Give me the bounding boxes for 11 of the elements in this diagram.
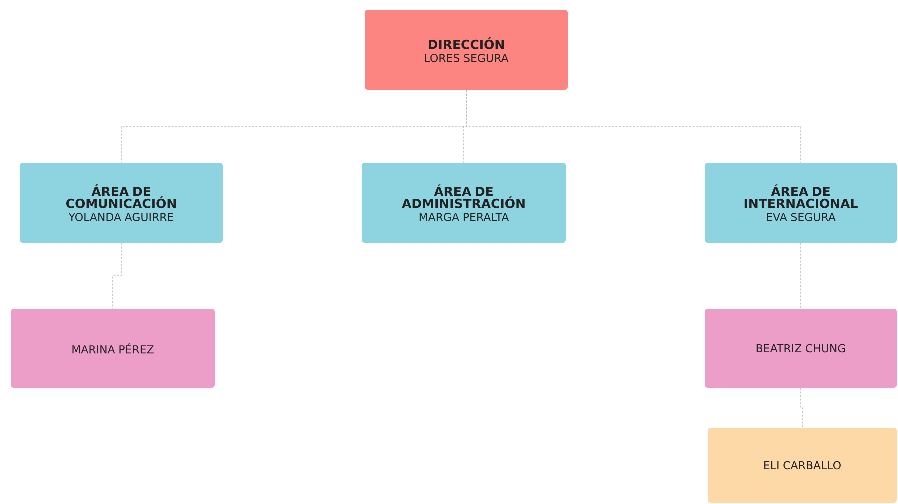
director-box: DIRECCIÓN LORES SEGURA [365, 10, 568, 90]
connector-line [112, 242, 122, 310]
person-box: BEATRIZ CHUNG [705, 309, 897, 388]
area-box: ÁREA DE INTERNACIONAL EVA SEGURA [705, 163, 897, 243]
area-box: ÁREA DE COMUNICACIÓN YOLANDA AGUIRRE [20, 163, 223, 243]
person-box: ELI CARBALLO [708, 428, 897, 503]
connector-line [800, 242, 802, 310]
person-box: MARINA PÉREZ [11, 309, 215, 388]
area-box: ÁREA DE ADMINISTRACIÓN MARGA PERALTA [362, 163, 566, 243]
connector-line [800, 388, 803, 428]
connector-line [466, 90, 802, 164]
